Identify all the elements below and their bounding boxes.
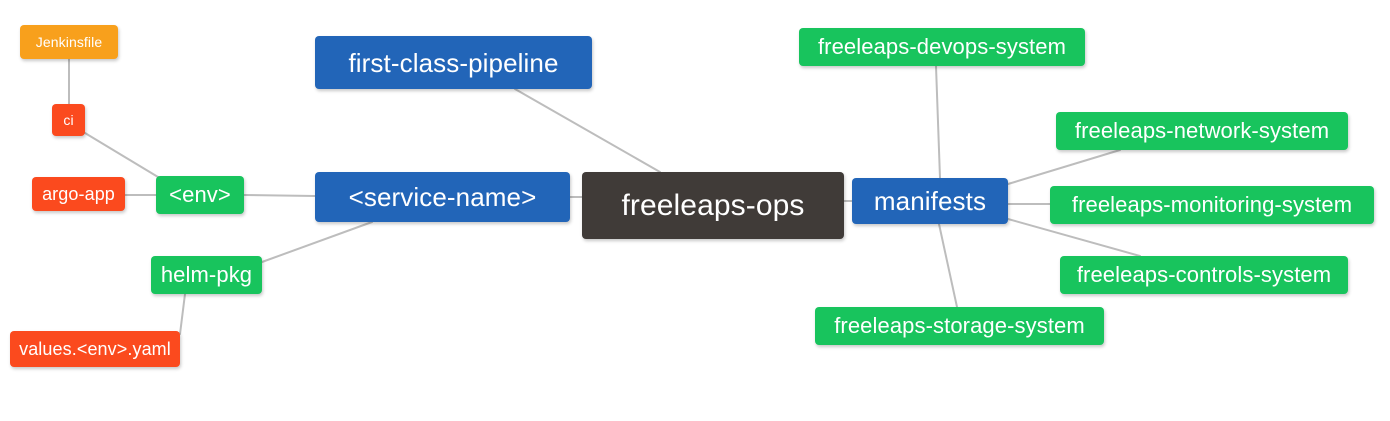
edge-first-class-pipeline-to-freeleaps-ops bbox=[514, 88, 661, 173]
node-label-service-name: <service-name> bbox=[348, 182, 537, 212]
node-label-argo-app: argo-app bbox=[42, 184, 115, 204]
node-controls-system[interactable]: freeleaps-controls-system bbox=[1060, 256, 1348, 294]
node-env[interactable]: <env> bbox=[156, 176, 244, 214]
node-label-first-class-pipeline: first-class-pipeline bbox=[348, 47, 559, 78]
node-helm-pkg[interactable]: helm-pkg bbox=[151, 256, 262, 294]
node-label-manifests: manifests bbox=[873, 186, 987, 216]
node-service-name[interactable]: <service-name> bbox=[315, 172, 570, 222]
node-manifests[interactable]: manifests bbox=[852, 178, 1008, 224]
node-monitoring-system[interactable]: freeleaps-monitoring-system bbox=[1050, 186, 1374, 224]
node-label-freeleaps-ops: freeleaps-ops bbox=[621, 188, 805, 222]
node-label-helm-pkg: helm-pkg bbox=[160, 262, 253, 287]
node-label-controls-system: freeleaps-controls-system bbox=[1076, 262, 1332, 287]
node-label-jenkinsfile: Jenkinsfile bbox=[35, 34, 103, 50]
node-label-env: <env> bbox=[169, 182, 231, 207]
node-network-system[interactable]: freeleaps-network-system bbox=[1056, 112, 1348, 150]
node-label-network-system: freeleaps-network-system bbox=[1074, 118, 1330, 143]
node-freeleaps-ops[interactable]: freeleaps-ops bbox=[582, 172, 844, 239]
node-label-ci: ci bbox=[63, 112, 74, 128]
node-label-values-env-yaml: values.<env>.yaml bbox=[19, 339, 171, 359]
edge-values-env-yaml-to-helm-pkg bbox=[179, 293, 186, 335]
node-label-devops-system: freeleaps-devops-system bbox=[817, 34, 1067, 59]
edge-helm-pkg-to-service-name bbox=[261, 221, 373, 263]
edge-manifests-to-storage-system bbox=[938, 223, 958, 308]
edge-manifests-to-controls-system bbox=[1007, 218, 1141, 257]
node-ci[interactable]: ci bbox=[52, 104, 85, 136]
edge-manifests-to-devops-system bbox=[935, 65, 941, 179]
edge-ci-to-env bbox=[84, 132, 159, 178]
node-jenkinsfile[interactable]: Jenkinsfile bbox=[20, 25, 118, 59]
node-first-class-pipeline[interactable]: first-class-pipeline bbox=[315, 36, 592, 89]
node-storage-system[interactable]: freeleaps-storage-system bbox=[815, 307, 1104, 345]
node-argo-app[interactable]: argo-app bbox=[32, 177, 125, 211]
node-label-storage-system: freeleaps-storage-system bbox=[834, 313, 1085, 338]
node-values-env-yaml[interactable]: values.<env>.yaml bbox=[10, 331, 180, 367]
edge-manifests-to-network-system bbox=[1007, 149, 1121, 185]
node-devops-system[interactable]: freeleaps-devops-system bbox=[799, 28, 1085, 66]
edge-env-to-service-name bbox=[243, 194, 316, 197]
node-label-monitoring-system: freeleaps-monitoring-system bbox=[1071, 192, 1353, 217]
